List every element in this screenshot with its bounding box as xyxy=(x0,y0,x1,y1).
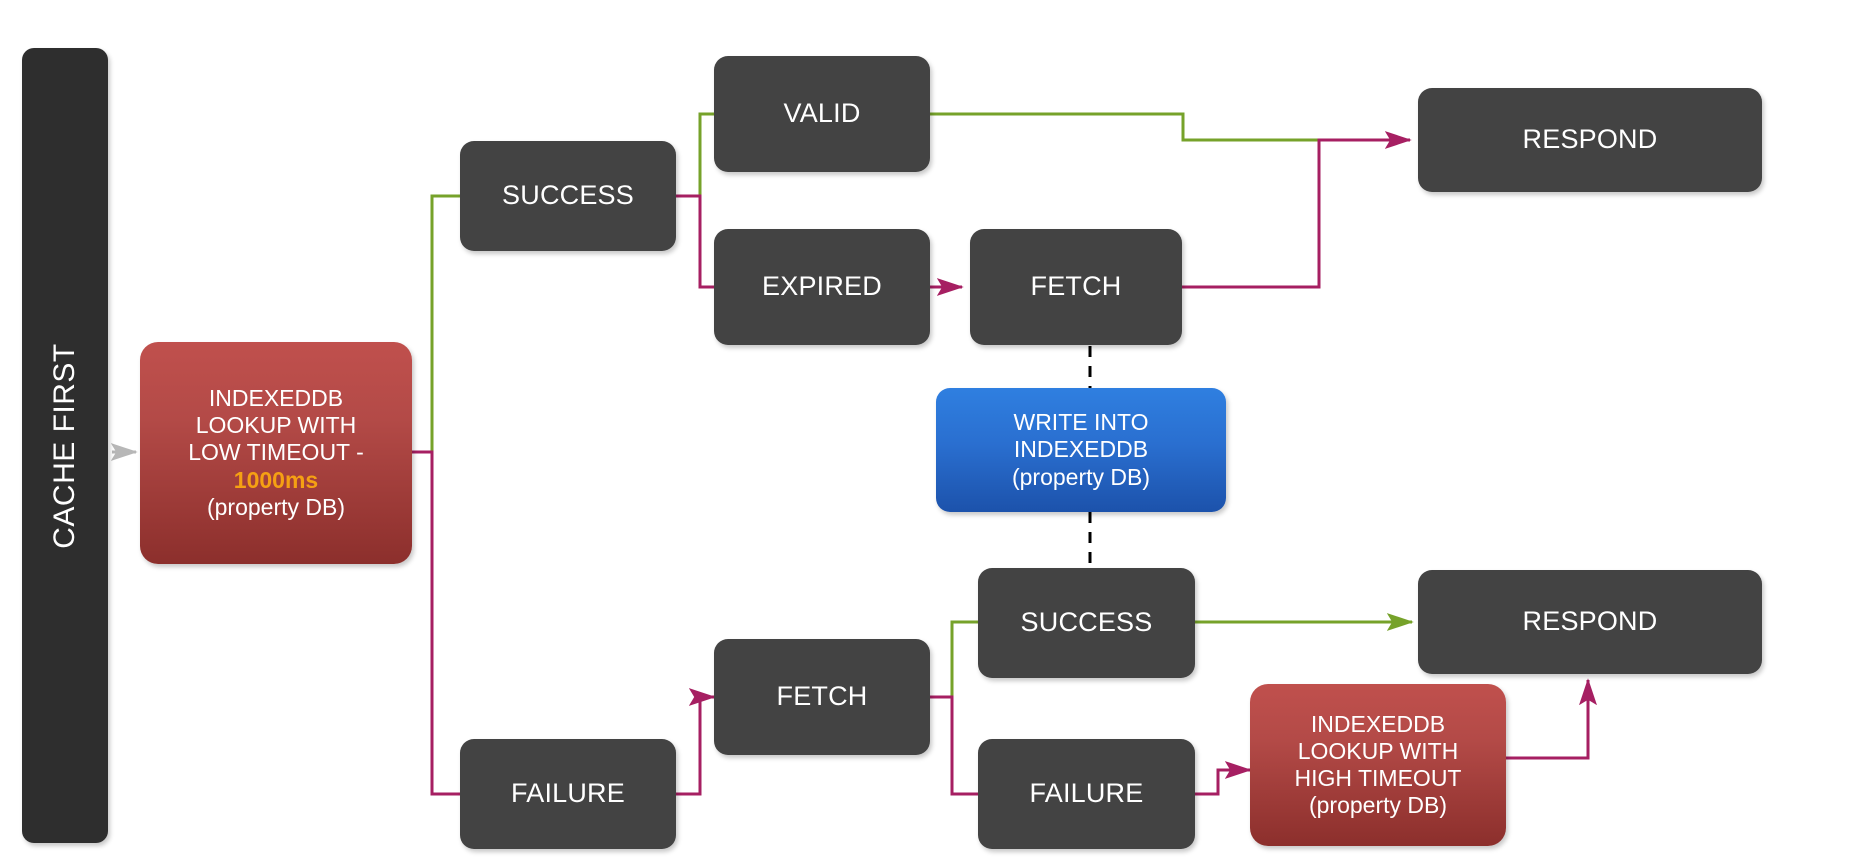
node-write-into-indexeddb[interactable]: WRITE INTO INDEXEDDB (property DB) xyxy=(936,388,1226,512)
fetch-top-label: FETCH xyxy=(1030,271,1122,302)
edge-fetch-top-to-respond-top xyxy=(1182,130,1412,289)
node-expired[interactable]: EXPIRED xyxy=(714,229,930,345)
node-fetch-bottom[interactable]: FETCH xyxy=(714,639,930,755)
idb-high-line1: INDEXEDDB xyxy=(1310,710,1446,737)
success-bottom-label: SUCCESS xyxy=(1020,607,1153,638)
node-success-bottom[interactable]: SUCCESS xyxy=(978,568,1195,678)
node-indexeddb-lookup-low-timeout[interactable]: INDEXEDDB LOOKUP WITH LOW TIMEOUT - 1000… xyxy=(140,342,412,564)
node-valid[interactable]: VALID xyxy=(714,56,930,172)
node-success-top[interactable]: SUCCESS xyxy=(460,141,676,251)
idb-low-db: (property DB) xyxy=(206,493,346,520)
idb-high-db: (property DB) xyxy=(1308,792,1448,819)
edge-idb-high-to-respond-bottom xyxy=(1506,678,1597,760)
edge-idb-low-to-success-top xyxy=(412,194,460,454)
edge-fetch-bottom-to-success-bottom xyxy=(930,620,978,699)
node-indexeddb-lookup-high-timeout[interactable]: INDEXEDDB LOOKUP WITH HIGH TIMEOUT (prop… xyxy=(1250,684,1506,846)
fetch-bottom-label: FETCH xyxy=(776,681,868,712)
edge-failure-bottom-to-idb-high xyxy=(1195,760,1252,796)
lane-cache-first: CACHE FIRST xyxy=(22,48,108,843)
idb-low-timeout-value: 1000ms xyxy=(233,466,319,493)
success-top-label: SUCCESS xyxy=(502,180,634,211)
idb-low-line1: INDEXEDDB xyxy=(208,385,344,412)
write-idb-line2: INDEXEDDB xyxy=(1013,436,1149,463)
respond-top-label: RESPOND xyxy=(1522,124,1658,155)
node-failure-top[interactable]: FAILURE xyxy=(460,739,676,849)
valid-label: VALID xyxy=(783,98,861,129)
edge-valid-to-respond-top xyxy=(930,112,1319,142)
node-fetch-top[interactable]: FETCH xyxy=(970,229,1182,345)
failure-bottom-label: FAILURE xyxy=(1029,778,1144,809)
node-respond-top[interactable]: RESPOND xyxy=(1418,88,1762,192)
node-failure-bottom[interactable]: FAILURE xyxy=(978,739,1195,849)
idb-high-line3: HIGH TIMEOUT xyxy=(1294,765,1462,791)
node-respond-bottom[interactable]: RESPOND xyxy=(1418,570,1762,674)
edge-failure-top-to-fetch-bottom xyxy=(676,687,716,796)
failure-top-label: FAILURE xyxy=(511,778,625,809)
expired-label: EXPIRED xyxy=(762,271,882,302)
edge-fetch-bottom-to-failure-bottom xyxy=(930,695,978,796)
edge-success-top-to-expired xyxy=(676,194,714,289)
write-idb-line1: WRITE INTO xyxy=(1013,409,1149,436)
respond-bottom-label: RESPOND xyxy=(1522,606,1658,637)
edge-idb-low-to-failure-top xyxy=(412,450,460,796)
idb-low-line2: LOOKUP WITH xyxy=(195,412,357,439)
idb-low-line3: LOW TIMEOUT - xyxy=(188,439,364,466)
idb-high-line2: LOOKUP WITH xyxy=(1297,737,1459,764)
edge-success-top-to-valid xyxy=(676,112,714,198)
lane-label: CACHE FIRST xyxy=(48,342,81,549)
write-idb-db: (property DB) xyxy=(1011,463,1151,490)
